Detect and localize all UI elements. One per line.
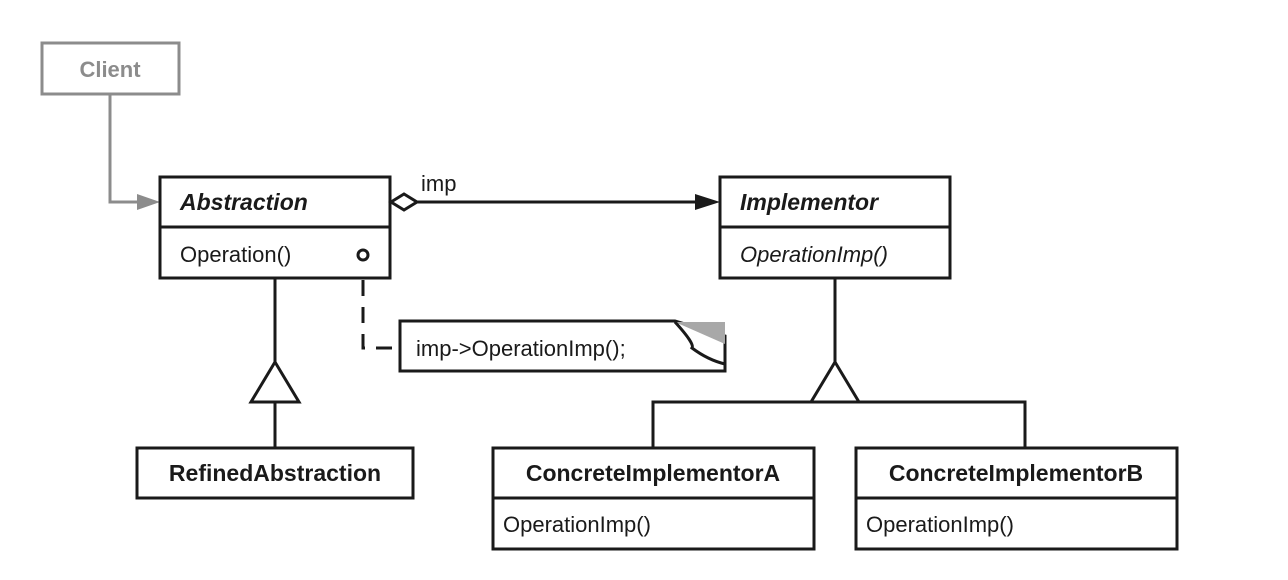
- abstraction-operation: Operation(): [180, 242, 291, 267]
- note-link: [361, 280, 398, 350]
- note-anchor-icon: [356, 248, 370, 262]
- abstraction-class: Abstraction Operation(): [158, 175, 392, 280]
- implementor-name: Implementor: [740, 189, 879, 215]
- note-text: imp->OperationImp();: [416, 336, 626, 361]
- concrete-implementor-b-class: ConcreteImplementorB OperationImp(): [854, 446, 1179, 551]
- abstraction-name: Abstraction: [179, 189, 308, 215]
- concrete-implementor-a-class: ConcreteImplementorA OperationImp(): [491, 446, 816, 551]
- imp-association: imp: [388, 171, 720, 212]
- refined-abstraction-class: RefinedAbstraction: [135, 446, 415, 500]
- association-arrowhead-icon: [695, 194, 720, 210]
- client-dependency-arrow: [108, 94, 160, 210]
- implementor-operation: OperationImp(): [740, 242, 888, 267]
- inheritance-triangle-icon: [808, 359, 862, 404]
- implementor-class: Implementor OperationImp(): [718, 175, 952, 280]
- abstraction-inheritance: [248, 278, 302, 448]
- note-fold-icon: [675, 322, 725, 344]
- association-role-label: imp: [421, 171, 456, 196]
- client-class: Client: [40, 41, 181, 96]
- aggregation-diamond-icon: [388, 192, 420, 212]
- concrete-b-name: ConcreteImplementorB: [889, 460, 1143, 486]
- refined-abstraction-name: RefinedAbstraction: [169, 460, 381, 486]
- concrete-a-operation: OperationImp(): [503, 512, 651, 537]
- code-note: imp->OperationImp();: [398, 319, 727, 373]
- inheritance-triangle-icon: [248, 359, 302, 404]
- implementor-inheritance: [651, 278, 1027, 448]
- concrete-b-operation: OperationImp(): [866, 512, 1014, 537]
- client-label: Client: [79, 57, 141, 82]
- concrete-a-name: ConcreteImplementorA: [526, 460, 780, 486]
